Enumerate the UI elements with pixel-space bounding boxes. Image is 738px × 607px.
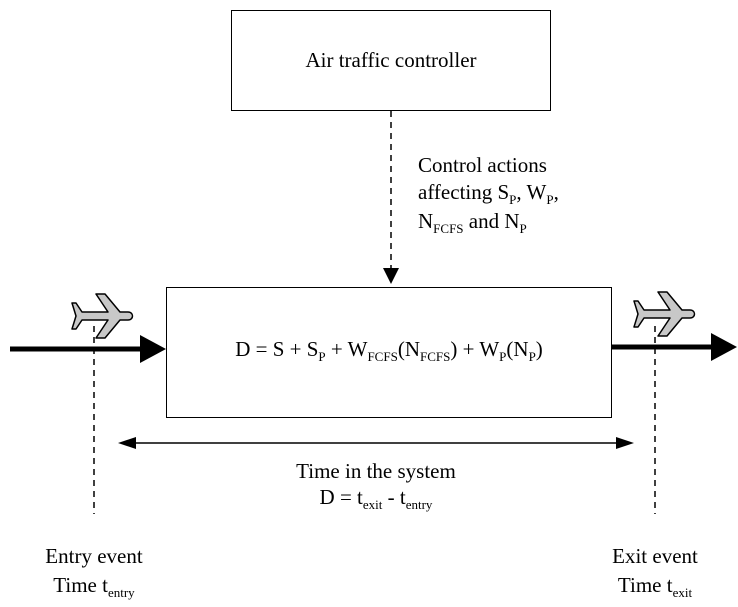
- text-fragment: ,: [553, 180, 559, 204]
- control-actions-line2: affecting SP, WP,: [418, 179, 559, 213]
- text-fragment: - t: [382, 485, 406, 509]
- subscript: P: [546, 192, 554, 207]
- subscript: FCFS: [420, 349, 451, 364]
- text-fragment: D = t: [319, 485, 363, 509]
- controller-label: Air traffic controller: [305, 48, 477, 72]
- time-in-system-formula: D = texit - tentry: [246, 484, 506, 518]
- text-fragment: D = S + S: [235, 337, 319, 361]
- controller-box: Air traffic controller: [231, 10, 551, 111]
- subscript: P: [519, 221, 527, 236]
- control-arrow-head: [383, 268, 399, 284]
- text-fragment: Time t: [53, 573, 108, 597]
- entry-event-time: Time tentry: [24, 572, 164, 606]
- time-in-system-label: Time in the system: [296, 459, 456, 483]
- subscript: entry: [107, 585, 135, 600]
- subscript: P: [528, 349, 536, 364]
- exit-event-time: Time texit: [592, 572, 718, 606]
- text-fragment: + W: [325, 337, 368, 361]
- text-fragment: ): [535, 337, 543, 361]
- subscript: FCFS: [433, 221, 464, 236]
- entry-event-label: Entry event: [45, 544, 143, 568]
- entry-flow-arrow-head: [140, 335, 166, 363]
- subscript: entry: [405, 497, 433, 512]
- subscript: P: [318, 349, 326, 364]
- text-fragment: (N: [506, 337, 529, 361]
- system-box: D = S + SP + WFCFS(NFCFS) + WP(NP): [166, 287, 612, 418]
- text-fragment: , W: [516, 180, 547, 204]
- text-fragment: ) + W: [450, 337, 500, 361]
- subscript: exit: [362, 497, 383, 512]
- control-actions-line3: NFCFS and NP: [418, 208, 527, 242]
- text-fragment: affecting S: [418, 180, 510, 204]
- subscript: FCFS: [367, 349, 398, 364]
- text-fragment: and N: [463, 209, 520, 233]
- exit-flow-arrow-head: [711, 333, 737, 361]
- system-equation: D = S + SP + WFCFS(NFCFS) + WP(NP): [167, 336, 611, 370]
- time-arrow-left-head: [118, 437, 136, 449]
- text-fragment: N: [418, 209, 434, 233]
- text-fragment: Time t: [617, 573, 673, 597]
- time-arrow-right-head: [616, 437, 634, 449]
- subscript: exit: [672, 585, 693, 600]
- subscript: P: [499, 349, 507, 364]
- subscript: P: [509, 192, 517, 207]
- text-fragment: (N: [397, 337, 420, 361]
- airplane-icon: [633, 291, 696, 337]
- airplane-icon: [71, 293, 134, 339]
- control-actions-line1: Control actions: [418, 153, 547, 177]
- exit-event-label: Exit event: [612, 544, 698, 568]
